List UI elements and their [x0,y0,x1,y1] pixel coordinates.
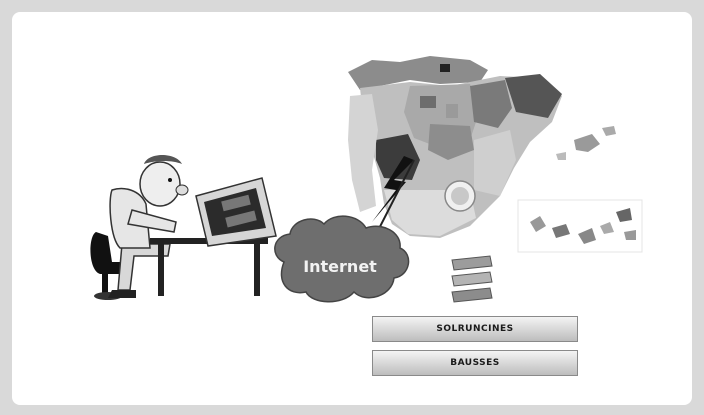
cloud-label: Internet [303,257,377,276]
canary-islands-inset [517,199,643,253]
stack-bar-top: SOLRUNCINES [372,316,578,342]
data-chips [451,255,493,303]
stack-bar-bottom: BAUSSES [372,350,578,376]
spain-map [348,56,616,238]
person-at-computer [90,155,277,300]
internet-cloud: Internet [274,215,410,303]
